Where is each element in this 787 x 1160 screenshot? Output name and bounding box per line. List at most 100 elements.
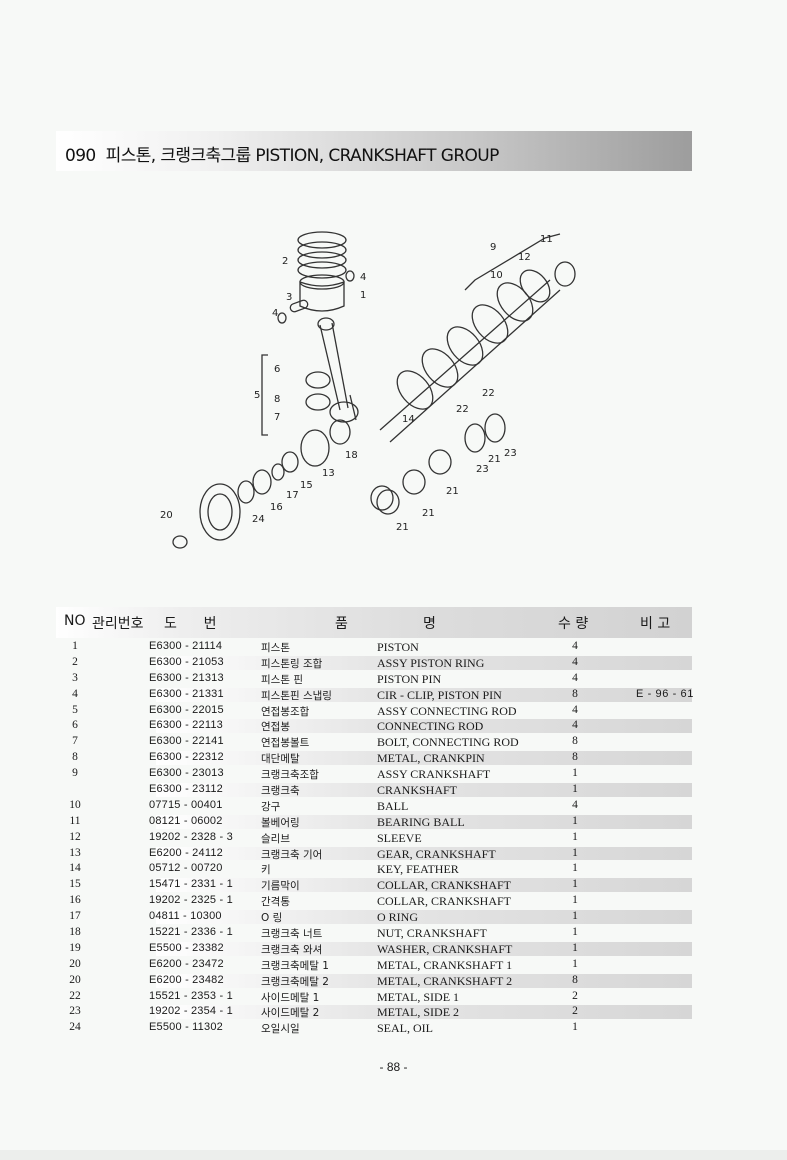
- row-part-number: 08121 - 06002: [149, 814, 223, 827]
- metal-21-c: [376, 489, 400, 515]
- callout-22a: 22: [482, 388, 495, 399]
- row-english-name: BALL: [377, 798, 409, 813]
- snap-ring-right: [345, 270, 355, 282]
- callout-15: 15: [300, 480, 313, 491]
- row-part-number: E6200 - 23482: [149, 973, 224, 986]
- row-quantity: 1: [572, 878, 578, 891]
- row-korean-name: 강구: [261, 800, 281, 813]
- row-english-name: BOLT, CONNECTING ROD: [377, 735, 519, 750]
- callout-24: 24: [252, 514, 265, 525]
- row-english-name: METAL, CRANKPIN: [377, 751, 485, 766]
- row-korean-name: 간격통: [261, 896, 290, 909]
- table-row: 13 E6200 - 24112 크랭크축 기어 GEAR, CRANKSHAFT 1: [56, 846, 692, 862]
- row-quantity: 1: [572, 830, 578, 843]
- row-no: 16: [69, 894, 81, 907]
- callout-23b: 23: [504, 448, 517, 459]
- row-part-number: 07715 - 00401: [149, 798, 223, 811]
- row-english-name: GEAR, CRANKSHAFT: [377, 846, 496, 861]
- row-korean-name: 사이드메탈 1: [261, 991, 320, 1004]
- header-drawing-no: 도 번: [164, 616, 217, 632]
- callout-21d: 21: [396, 522, 409, 533]
- row-no: 5: [72, 703, 78, 716]
- piston-ring-2: [297, 241, 347, 259]
- crank-pulley: [199, 483, 241, 541]
- row-quantity: 8: [572, 687, 578, 700]
- page-number: - 88 -: [379, 1060, 408, 1074]
- rod-bolt: [349, 394, 357, 421]
- callout-14: 14: [402, 414, 415, 425]
- row-no: 19: [69, 941, 81, 954]
- row-english-name: ASSY CONNECTING ROD: [377, 703, 517, 718]
- row-korean-name: 볼베어링: [261, 816, 300, 829]
- row-part-number: E6300 - 23013: [149, 767, 224, 780]
- row-no: 15: [69, 878, 81, 891]
- row-no: 8: [72, 751, 78, 764]
- callout-13: 13: [322, 468, 335, 479]
- row-korean-name: 크랭크축 기어: [261, 848, 323, 861]
- row-no: 22: [69, 989, 81, 1002]
- piston-pin: [289, 299, 309, 313]
- row-quantity: 4: [572, 671, 578, 684]
- row-no: 4: [72, 687, 78, 700]
- row-english-name: WASHER, CRANKSHAFT: [377, 941, 513, 956]
- row-quantity: 1: [572, 846, 578, 859]
- header-name: 명: [423, 616, 436, 632]
- row-part-number: E6200 - 23472: [149, 957, 224, 970]
- row-quantity: 4: [572, 719, 578, 732]
- piston-ring-4: [297, 261, 347, 279]
- row-korean-name: 연접봉볼트: [261, 737, 310, 750]
- row-no: 3: [72, 671, 78, 684]
- callout-11: 11: [540, 234, 553, 245]
- crankshaft-nut: [172, 535, 188, 549]
- row-korean-name: 크랭크축: [261, 785, 300, 798]
- row-korean-name: 크랭크축 너트: [261, 928, 323, 941]
- row-quantity: 2: [572, 1005, 578, 1018]
- page-bottom-edge: [0, 1150, 787, 1160]
- callout-12: 12: [518, 252, 531, 263]
- row-korean-name: 연접봉조합: [261, 705, 310, 718]
- callout-17: 17: [286, 490, 299, 501]
- row-no: 9: [72, 767, 78, 780]
- row-part-number: E6300 - 21313: [149, 671, 224, 684]
- row-part-number: 15521 - 2353 - 1: [149, 989, 233, 1002]
- row-part-number: E6300 - 21053: [149, 655, 224, 668]
- row-no: 14: [69, 862, 81, 875]
- row-part-number: E5500 - 11302: [149, 1021, 223, 1034]
- table-header: NO 관리번호 도 번 품 명 수 량 비 고: [56, 607, 692, 638]
- row-no: 2: [72, 655, 78, 668]
- row-korean-name: 크랭크축메탈 2: [261, 975, 329, 988]
- row-part-number: 19202 - 2354 - 1: [149, 1005, 233, 1018]
- row-korean-name: 슬리브: [261, 832, 290, 845]
- row-korean-name: 크랭크축 와셔: [261, 943, 323, 956]
- header-no: NO: [64, 613, 86, 629]
- row-quantity: 1: [572, 767, 578, 780]
- row-english-name: CONNECTING ROD: [377, 719, 484, 734]
- title-bar: [56, 131, 692, 171]
- callout-2: 2: [282, 256, 288, 267]
- row-korean-name: 오일시일: [261, 1023, 300, 1036]
- row-part-number: E6200 - 24112: [149, 846, 223, 859]
- callout-16: 16: [270, 502, 283, 513]
- collar-15: [281, 451, 299, 473]
- row-part-number: E5500 - 23382: [149, 941, 224, 954]
- callout-21b: 21: [446, 486, 459, 497]
- row-no: 13: [69, 846, 81, 859]
- row-quantity: 1: [572, 814, 578, 827]
- row-part-number: E6300 - 23112: [149, 783, 223, 796]
- row-part-number: 19202 - 2325 - 1: [149, 894, 233, 907]
- row-korean-name: 키: [261, 864, 271, 877]
- row-english-name: SEAL, OIL: [377, 1021, 433, 1036]
- row-korean-name: 연접봉: [261, 721, 290, 734]
